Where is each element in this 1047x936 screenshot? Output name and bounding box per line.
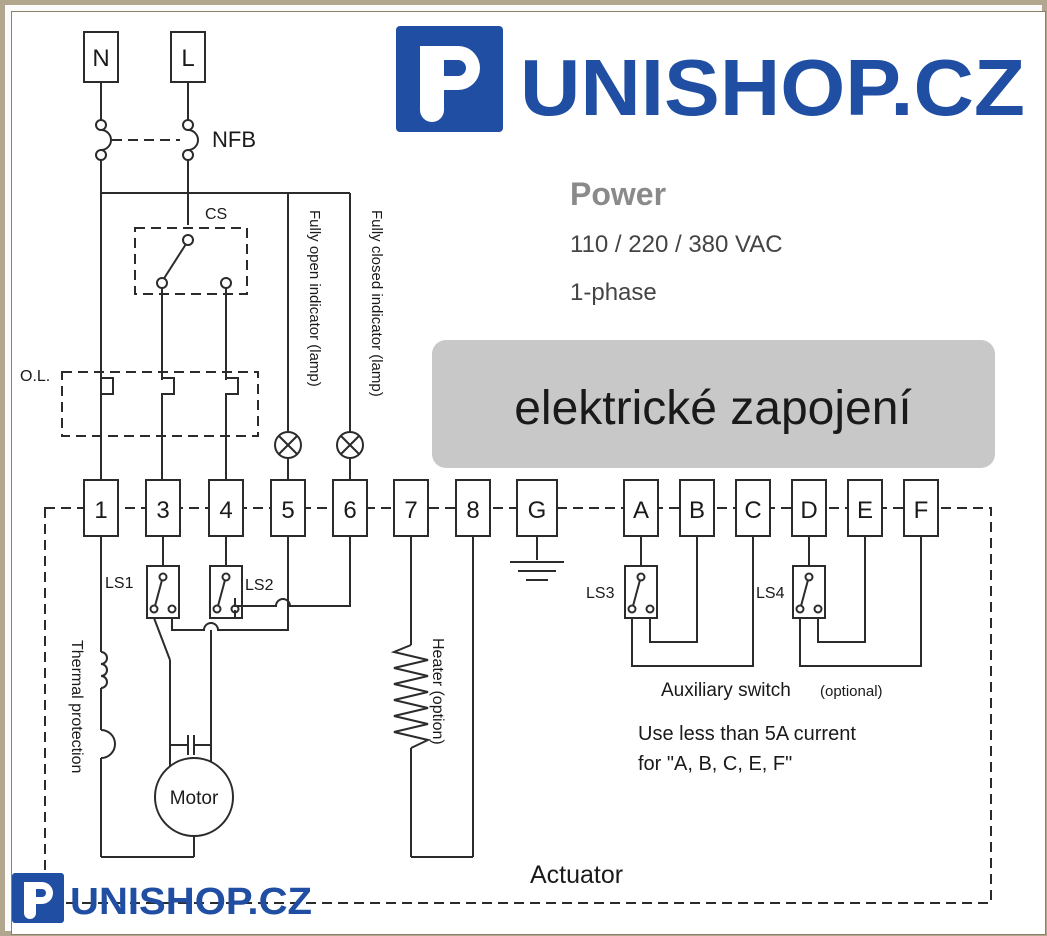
banner-box <box>432 340 995 468</box>
actuator-label-bg <box>522 855 654 891</box>
terminal-n-label: N <box>92 45 109 72</box>
logo-p-glyph <box>420 46 480 122</box>
cs-label: CS <box>205 206 227 223</box>
terminal-4-label: 4 <box>219 497 232 524</box>
terminal-3-label: 3 <box>156 497 169 524</box>
unishop-logo-top: UNISHOP.CZ <box>396 26 1025 132</box>
terminal-b-label: B <box>689 497 705 524</box>
terminal-block: 1 3 4 5 6 7 8 G A B C D E F <box>83 479 939 537</box>
actuator-label: Actuator <box>530 861 623 889</box>
terminal-f-label: F <box>914 497 929 524</box>
ls1-switch <box>146 565 180 619</box>
power-phase: 1-phase <box>570 279 657 306</box>
closed-indicator-lamp-icon <box>336 431 364 459</box>
ls1-label: LS1 <box>105 575 134 592</box>
terminal-8 <box>455 479 491 537</box>
closed-indicator-label: Fully closed indicator (lamp) <box>368 210 385 397</box>
terminal-e-label: E <box>857 497 873 524</box>
open-indicator-label: Fully open indicator (lamp) <box>306 210 323 387</box>
ol-label: O.L. <box>20 368 50 385</box>
brand-name-bottom: UNISHOP.CZ <box>70 881 312 923</box>
open-indicator-lamp-icon <box>274 431 302 459</box>
terminal-6-label: 6 <box>343 497 356 524</box>
terminal-5-label: 5 <box>281 497 294 524</box>
unishop-logo-bottom: UNISHOP.CZ <box>12 873 312 923</box>
cs-switch <box>134 227 248 295</box>
terminal-c-label: C <box>744 497 761 524</box>
thermal-protection-icon <box>100 651 116 759</box>
terminal-e <box>847 479 883 537</box>
heater-icon <box>390 644 432 749</box>
terminal-f <box>903 479 939 537</box>
current-note-line1: Use less than 5A current <box>638 723 856 745</box>
ls4-switch <box>792 565 826 619</box>
terminal-a-label: A <box>633 497 649 524</box>
aux-switch-label: Auxiliary switch <box>661 680 791 701</box>
banner-text: elektrické zapojení <box>514 382 912 435</box>
terminal-3 <box>145 479 181 537</box>
ls2-label: LS2 <box>245 577 274 594</box>
nfb-label: NFB <box>212 127 256 152</box>
ground-icon <box>510 536 564 581</box>
power-title: Power <box>570 176 666 212</box>
ls3-label: LS3 <box>586 585 615 602</box>
actuator-enclosure <box>44 507 992 904</box>
terminal-a <box>623 479 659 537</box>
terminal-b <box>679 479 715 537</box>
terminal-g <box>516 479 558 537</box>
brand-name-top: UNISHOP.CZ <box>520 43 1025 132</box>
motor-label: Motor <box>170 788 219 809</box>
ls2-switch <box>209 565 243 619</box>
terminal-d-label: D <box>800 497 817 524</box>
thermal-label: Thermal protection <box>68 640 85 773</box>
aux-optional-label: (optional) <box>820 683 883 700</box>
terminal-1 <box>83 479 119 537</box>
overload-relay <box>61 371 259 437</box>
terminal-1-label: 1 <box>94 497 107 524</box>
ls4-label: LS4 <box>756 585 785 602</box>
power-voltage: 110 / 220 / 380 VAC <box>570 231 783 258</box>
heater-label: Heater (option) <box>429 638 446 745</box>
terminal-7 <box>393 479 429 537</box>
terminal-g-label: G <box>528 497 547 524</box>
ls3-switch <box>624 565 658 619</box>
terminal-n <box>83 31 119 83</box>
terminal-l-label: L <box>181 45 194 72</box>
current-note-line2: for "A, B, C, E, F" <box>638 753 792 775</box>
terminal-6 <box>332 479 368 537</box>
terminal-d <box>791 479 827 537</box>
terminal-5 <box>270 479 306 537</box>
nfb-breaker <box>95 82 199 161</box>
capacitor-icon <box>170 735 211 755</box>
terminal-7-label: 7 <box>404 497 417 524</box>
logo-p-glyph-small <box>24 882 53 919</box>
terminal-8-label: 8 <box>466 497 479 524</box>
